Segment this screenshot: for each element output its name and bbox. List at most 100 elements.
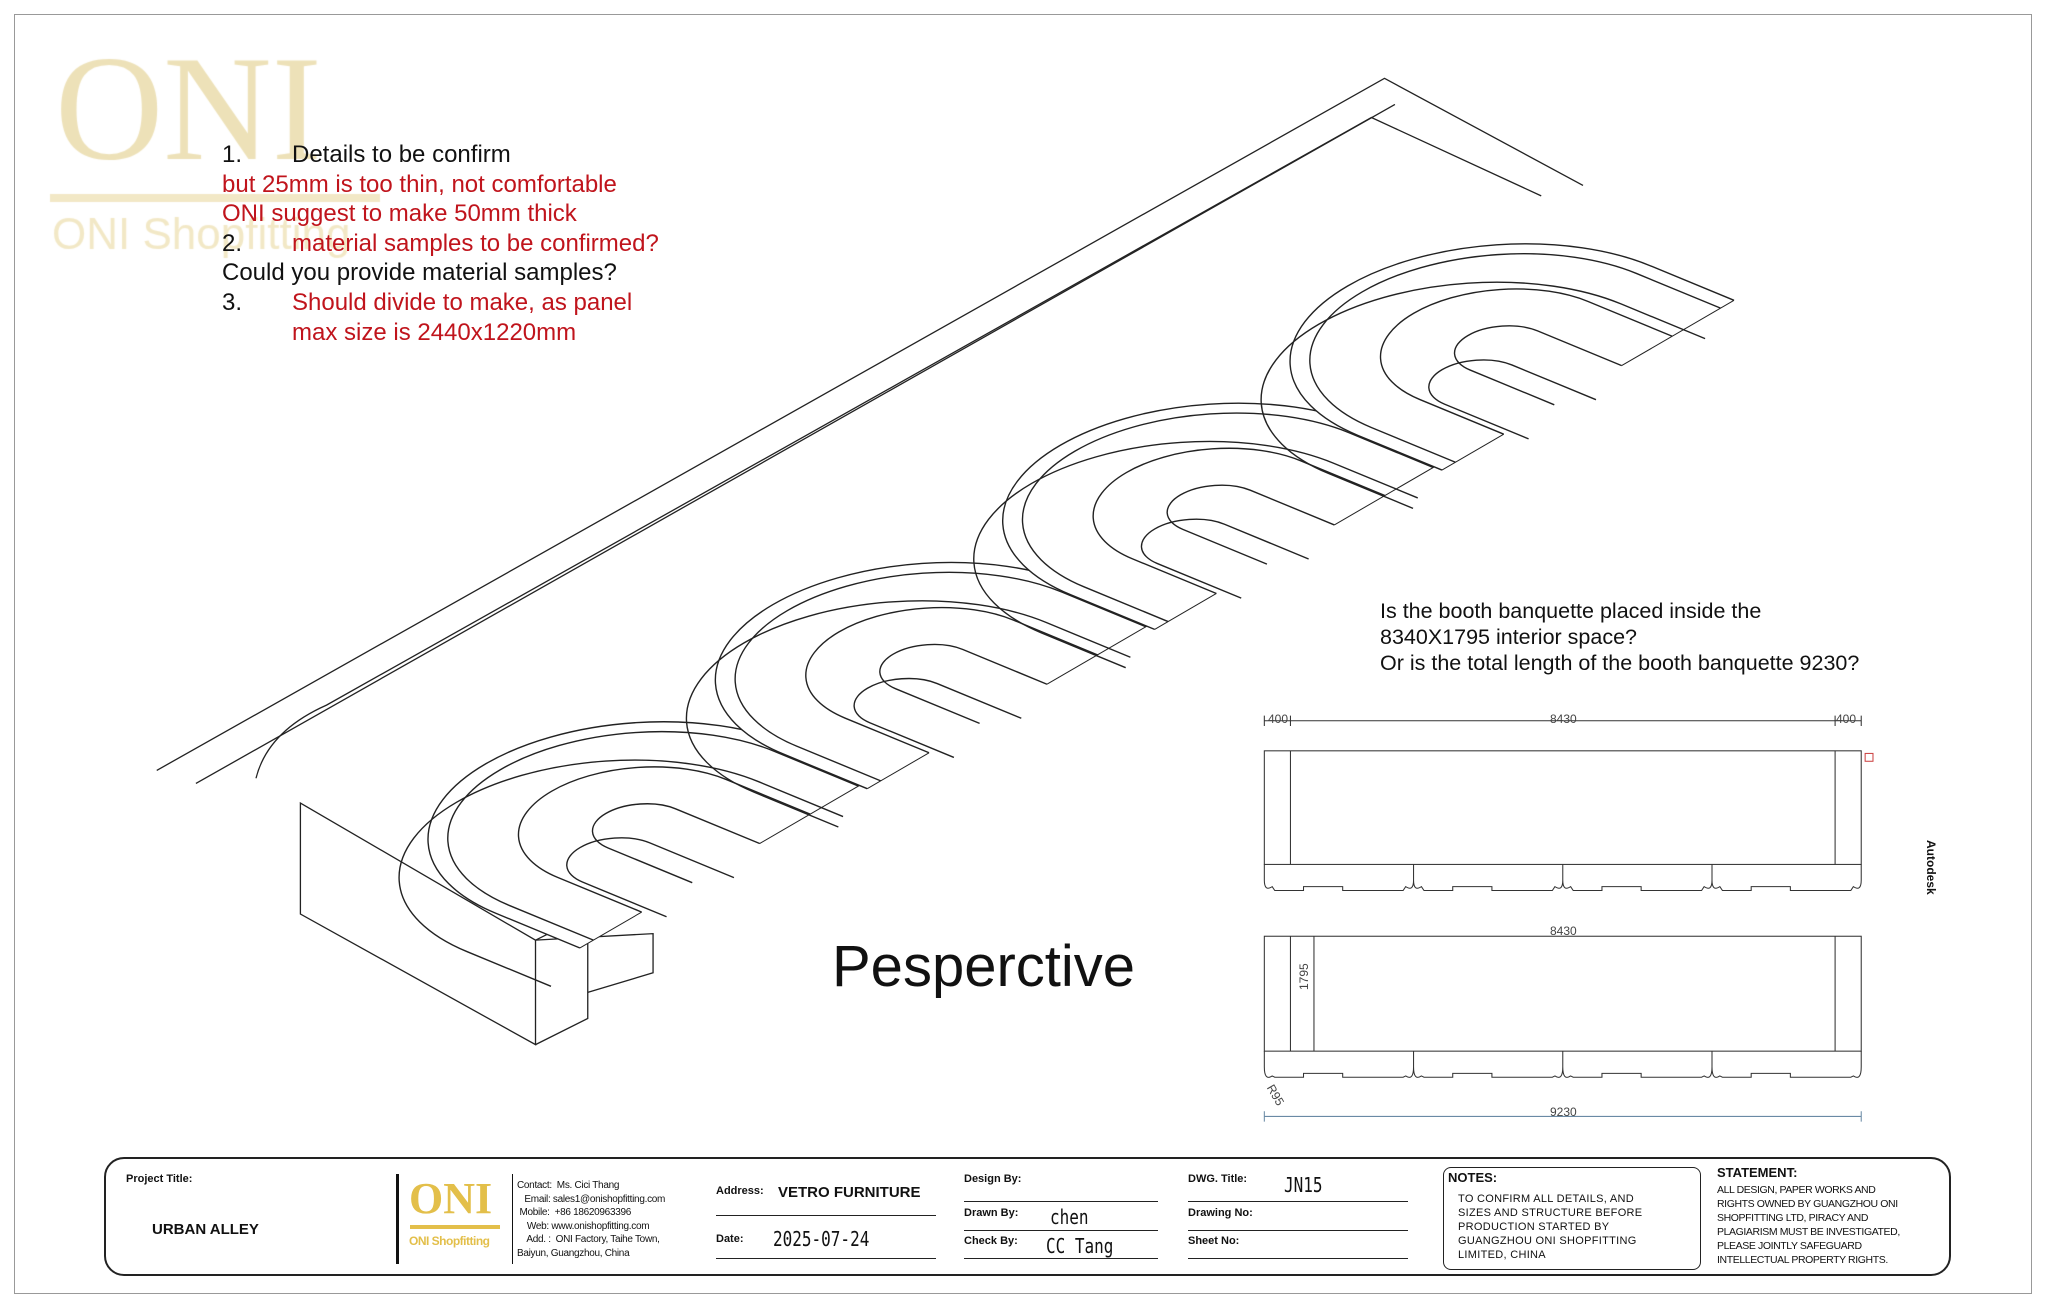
booth-outline <box>1042 424 1385 594</box>
dim-mid-8430: 8430 <box>1550 712 1577 726</box>
dim-left-400: 400 <box>1268 712 1289 726</box>
rule <box>1188 1230 1408 1231</box>
rule <box>1188 1201 1408 1202</box>
statement-line: SHOPFITTING LTD, PIRACY AND <box>1717 1212 1869 1224</box>
drawn-by-label: Drawn By: <box>964 1207 1019 1219</box>
oni-logo-subtitle: ONI Shopfitting <box>409 1234 490 1248</box>
booth-arm-end <box>1047 619 1159 684</box>
booth-banquette <box>576 520 1181 827</box>
contact-info: Contact: Ms. Cici Thang Email: sales1@on… <box>517 1179 665 1261</box>
note-text: Details to be confirm <box>292 141 511 168</box>
title-block: Project Title: URBAN ALLEY ONI ONI Shopf… <box>104 1157 1951 1276</box>
contact-line: Web: www.onishopfitting.com <box>517 1220 650 1232</box>
rule <box>964 1230 1158 1231</box>
address-value: VETRO FURNITURE <box>778 1184 921 1201</box>
statement-line: INTELLECTUAL PROPERTY RIGHTS. <box>1717 1254 1888 1266</box>
project-title-label: Project Title: <box>126 1173 193 1185</box>
note-text: Could you provide material samples? <box>222 259 617 287</box>
note-text: but 25mm is too thin, not comfortable <box>222 170 617 198</box>
booth-arm-end <box>1155 593 1217 629</box>
notes-line: SIZES AND STRUCTURE BEFORE <box>1458 1207 1643 1219</box>
address-label: Address: <box>716 1185 764 1197</box>
booth-outline <box>1434 316 1622 405</box>
booth-outline <box>859 635 1047 724</box>
booth-outline <box>467 742 810 912</box>
note-number: 3. <box>222 288 243 316</box>
sheet-border <box>14 14 2032 1294</box>
notes-line: LIMITED, CHINA <box>1458 1249 1546 1261</box>
notes-line: PRODUCTION STARTED BY <box>1458 1221 1610 1233</box>
statement-line: PLAGIARISM MUST BE INVESTIGATED, <box>1717 1226 1900 1238</box>
date-label: Date: <box>716 1233 744 1245</box>
notes-label: NOTES: <box>1448 1170 1498 1185</box>
contact-line: Baiyun, Guangzhou, China <box>517 1247 630 1259</box>
rule <box>716 1258 936 1259</box>
booth-outline <box>340 679 872 948</box>
notes-text: TO CONFIRM ALL DETAILS, AND SIZES AND ST… <box>1458 1192 1642 1262</box>
note-line: max size is 2440x1220mm <box>222 318 659 348</box>
dwg-title-value: JN15 <box>1284 1173 1323 1197</box>
oni-logo: ONI <box>409 1174 493 1223</box>
note-line: 1. Details to be confirm <box>222 140 659 170</box>
booth-outline <box>1202 201 1734 470</box>
contact-line: Add. : ONI Factory, Taihe Town, <box>517 1234 660 1246</box>
booth-outline <box>755 583 1098 753</box>
divider <box>512 1174 513 1264</box>
booth-outline <box>655 534 1146 781</box>
booth-outline <box>598 558 1130 827</box>
booth-outline <box>546 828 734 917</box>
booth-outline <box>1408 350 1596 439</box>
booth-outline <box>572 794 760 883</box>
plan-leg-profile <box>1263 1051 1862 1078</box>
statement-text: ALL DESIGN, PAPER WORKS AND RIGHTS OWNED… <box>1717 1183 1900 1267</box>
note-line: 3. Should divide to make, as panel <box>222 288 659 318</box>
check-by-value: CC Tang <box>1046 1234 1114 1258</box>
booth-outline <box>914 360 1446 629</box>
notes-box: NOTES: TO CONFIRM ALL DETAILS, AND SIZES… <box>1443 1167 1701 1270</box>
notes-line: GUANGZHOU ONI SHOPFITTING <box>1458 1235 1637 1247</box>
dim-lower-8430: 8430 <box>1550 924 1577 938</box>
logo-rule <box>410 1225 500 1229</box>
notes-line: TO CONFIRM ALL DETAILS, AND <box>1458 1193 1634 1205</box>
check-by-label: Check By: <box>964 1235 1018 1247</box>
booth-arm-end <box>1442 434 1504 470</box>
platform <box>156 77 1584 1046</box>
booth-outline <box>885 399 1417 668</box>
plan-views <box>1263 715 1874 1122</box>
question-line: Is the booth banquette placed inside the <box>1380 599 1762 623</box>
rule <box>1188 1258 1408 1259</box>
question-line: Or is the total length of the booth banq… <box>1380 651 1860 675</box>
note-text: ONI suggest to make 50mm thick <box>222 200 577 228</box>
booth-outline <box>942 374 1433 621</box>
dwg-title-label: DWG. Title: <box>1188 1173 1248 1185</box>
rule <box>716 1215 936 1216</box>
booth-outline <box>1147 475 1335 564</box>
dim-total-9230: 9230 <box>1550 1105 1577 1119</box>
booth-outline <box>834 669 1022 758</box>
statement-line: RIGHTS OWNED BY GUANGZHOU ONI <box>1717 1198 1898 1210</box>
booth-banquette <box>864 360 1469 667</box>
rule <box>964 1258 1158 1259</box>
note-line: Could you provide material samples? <box>222 258 659 288</box>
divider <box>396 1174 399 1264</box>
booth-arm-end <box>580 912 642 948</box>
project-title: URBAN ALLEY <box>152 1221 259 1238</box>
dim-right-400: 400 <box>1836 712 1857 726</box>
question-line: 8340X1795 interior space? <box>1380 625 1637 649</box>
drawn-by-value: chen <box>1050 1205 1089 1229</box>
booth-outline <box>1230 215 1721 462</box>
booth-outline <box>311 717 843 986</box>
note-text: Should divide to make, as panel <box>292 288 633 316</box>
rule <box>964 1201 1158 1202</box>
statement-line: PLEASE JOINTLY SAFEGUARD <box>1717 1240 1862 1252</box>
statement-line: ALL DESIGN, PAPER WORKS AND <box>1717 1184 1876 1196</box>
booth-banquette <box>289 679 894 986</box>
note-number: 1. <box>222 141 243 168</box>
contact-line: Mobile: +86 18620963396 <box>517 1207 631 1219</box>
booth-outline <box>1173 239 1705 508</box>
booth-outline <box>627 520 1159 789</box>
date-value: 2025-07-24 <box>773 1227 870 1251</box>
booth-arm-end <box>1622 300 1734 365</box>
watermark-logo-image <box>0 0 700 300</box>
booth-arm-end <box>867 753 929 789</box>
